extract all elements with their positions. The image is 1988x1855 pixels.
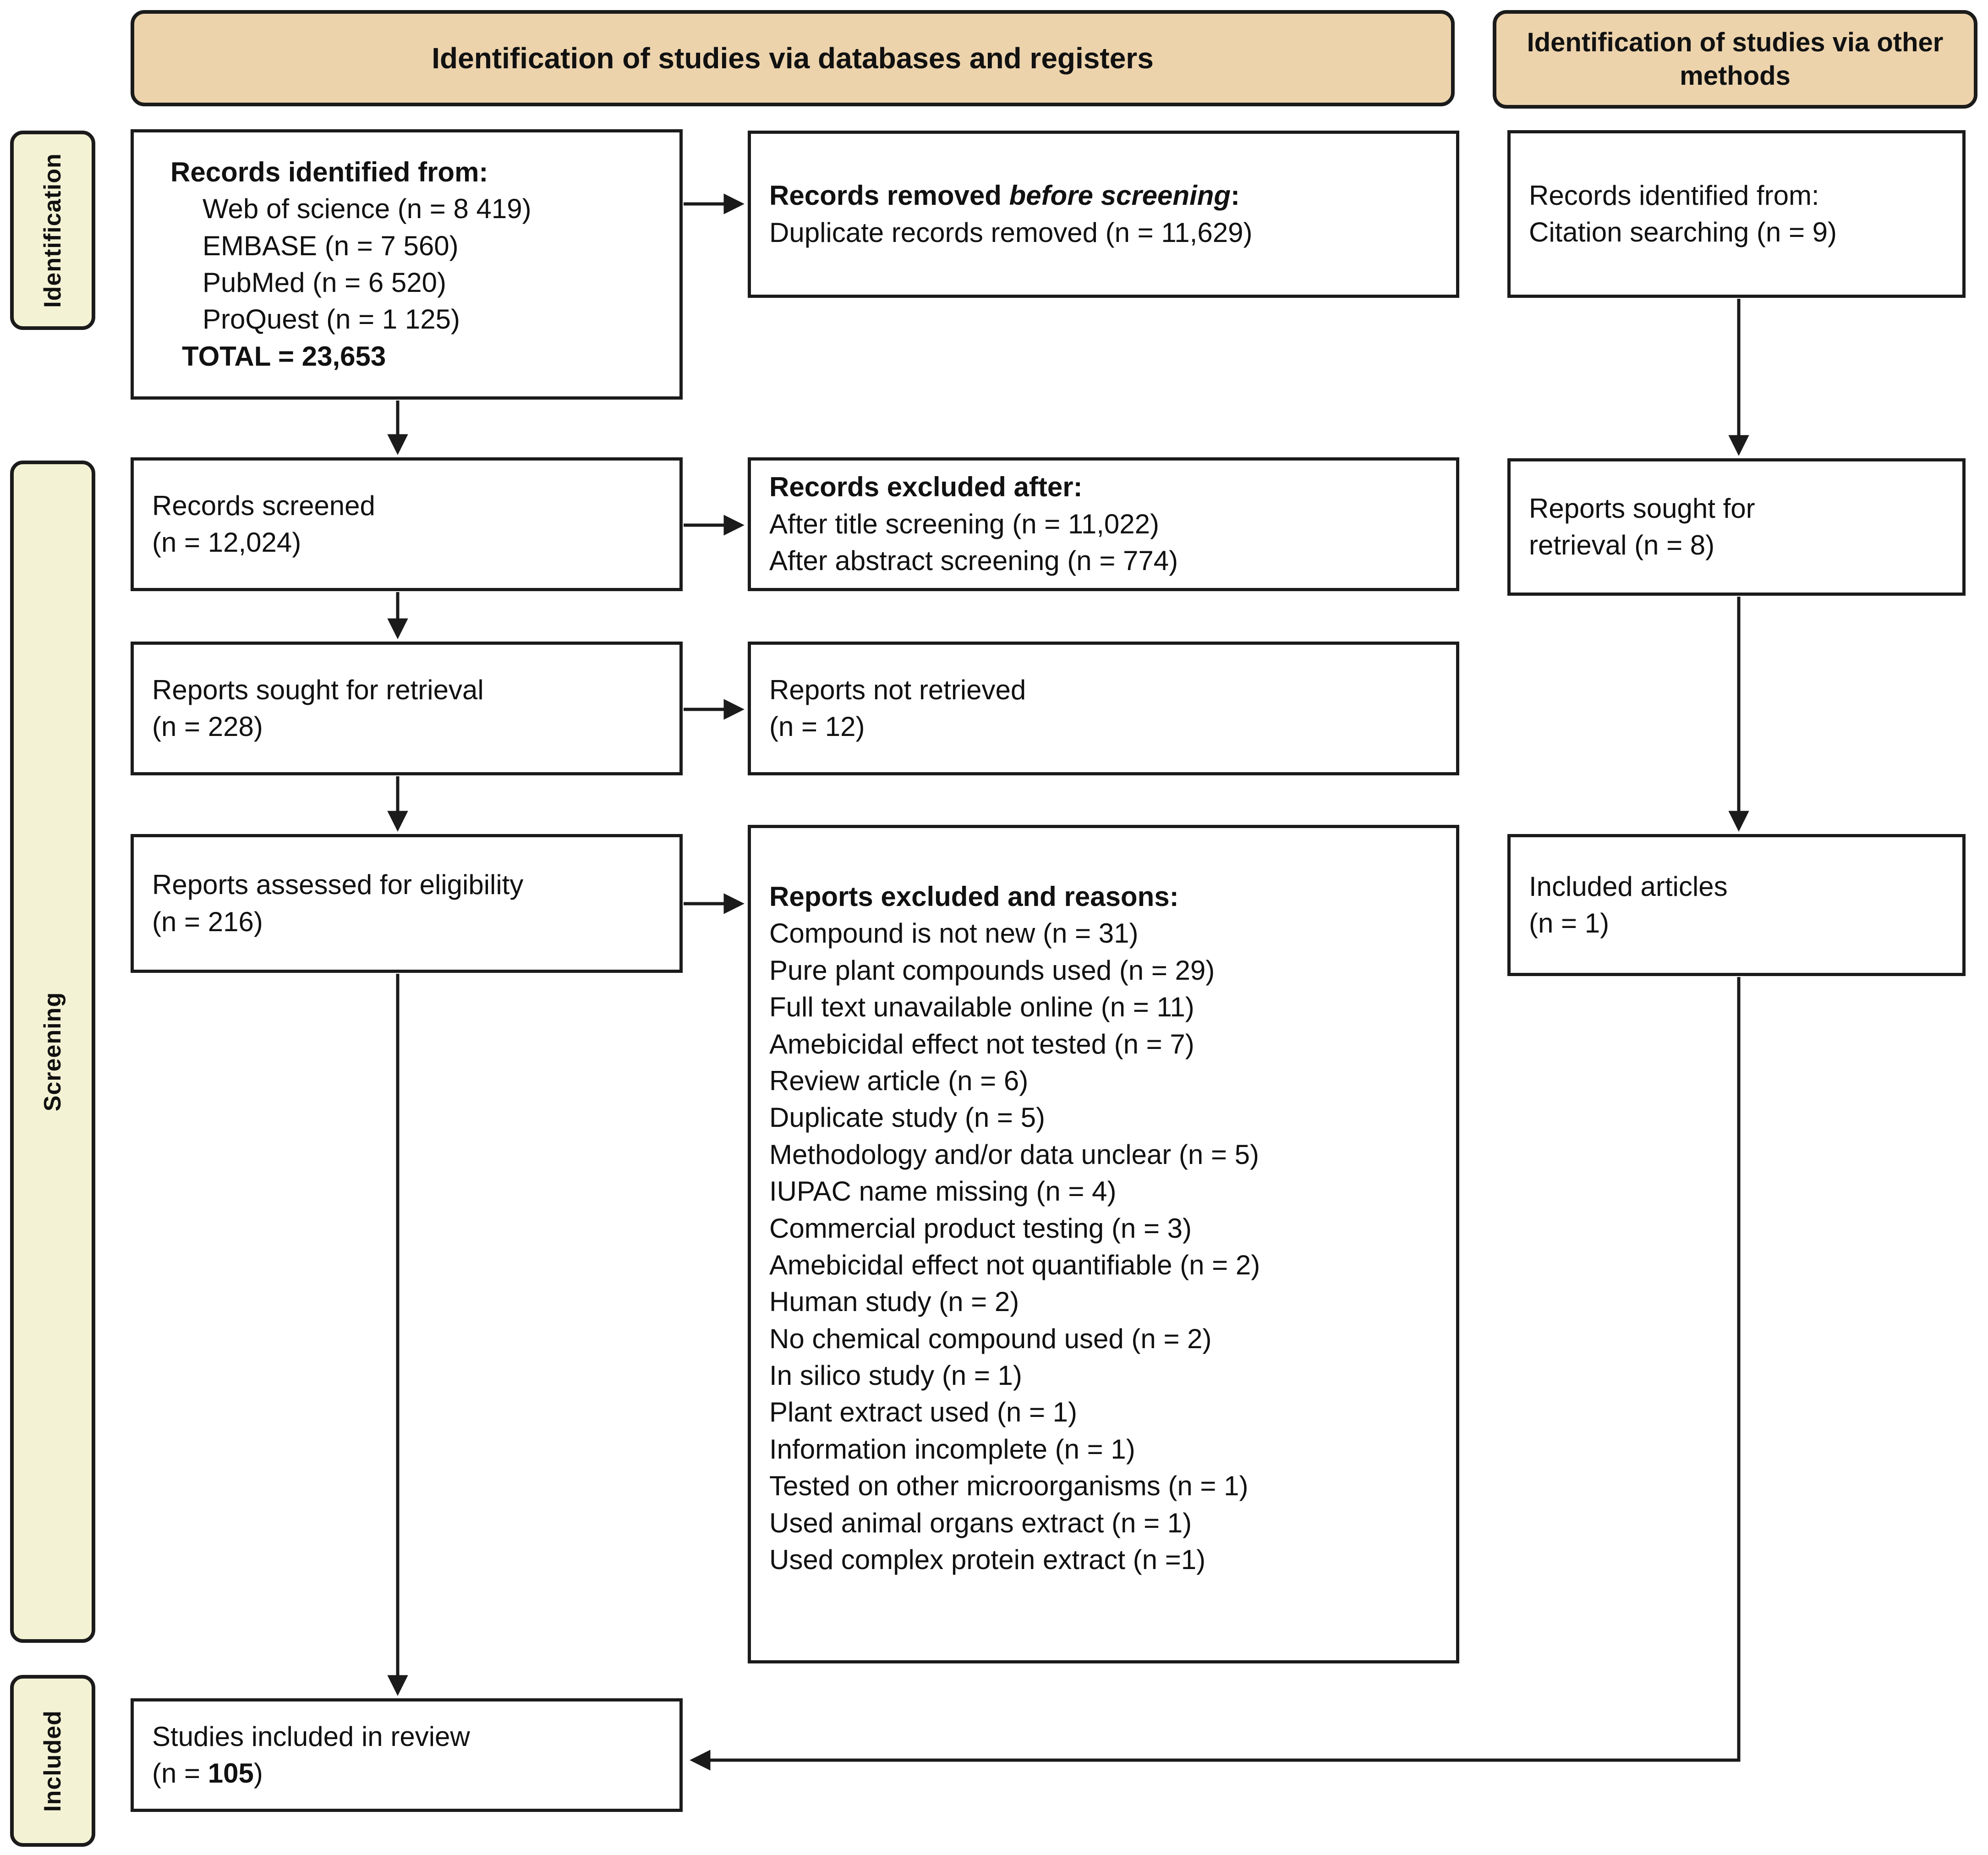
list-line: Information incomplete (n = 1) bbox=[769, 1433, 1135, 1465]
list-line: Duplicate study (n = 5) bbox=[769, 1102, 1045, 1133]
list-line: No chemical compound used (n = 2) bbox=[769, 1323, 1212, 1354]
box-records-identified-databases: Records identified from: Web of science … bbox=[131, 129, 683, 400]
studies-included-n-value: 105 bbox=[208, 1758, 254, 1789]
list-line: Amebicidal effect not quantifiable (n = … bbox=[769, 1249, 1260, 1280]
list-line: PubMed (n = 6 520) bbox=[203, 267, 447, 298]
reports-not-retrieved-line2: (n = 12) bbox=[769, 711, 865, 742]
header-databases-registers: Identification of studies via databases … bbox=[131, 10, 1455, 106]
list-line: Tested on other microorganisms (n = 1) bbox=[769, 1471, 1249, 1502]
box-studies-included: Studies included in review (n = 105) bbox=[131, 1698, 683, 1812]
records-removed-title: Records removed before screening: bbox=[769, 177, 1240, 214]
box-reports-assessed: Reports assessed for eligibility (n = 21… bbox=[131, 834, 683, 973]
sidebar-identification: Identification bbox=[10, 131, 95, 330]
list-line: In silico study (n = 1) bbox=[769, 1360, 1022, 1391]
included-articles-line1: Included articles bbox=[1529, 871, 1728, 902]
box-reports-excluded-reasons: Reports excluded and reasons: Compound i… bbox=[748, 825, 1459, 1663]
records-identified-sources: Web of science (n = 8 419) EMBASE (n = 7 … bbox=[203, 191, 531, 338]
studies-included-line1: Studies included in review bbox=[152, 1721, 470, 1752]
reports-assessed-line2: (n = 216) bbox=[152, 906, 263, 937]
list-line: Used animal organs extract (n = 1) bbox=[769, 1507, 1192, 1538]
records-excluded-title: Records excluded after: bbox=[769, 472, 1083, 503]
reports-assessed-line1: Reports assessed for eligibility bbox=[152, 869, 524, 900]
records-identified-other-line2: Citation searching (n = 9) bbox=[1529, 217, 1837, 247]
records-screened-line1: Records screened bbox=[152, 490, 375, 521]
list-line: After title screening (n = 11,022) bbox=[769, 508, 1160, 539]
box-records-screened: Records screened (n = 12,024) bbox=[131, 457, 683, 591]
records-removed-title-suffix: : bbox=[1231, 180, 1240, 211]
records-removed-title-prefix: Records removed bbox=[769, 180, 1009, 211]
studies-included-line2: (n = 105) bbox=[152, 1755, 263, 1792]
records-identified-total: TOTAL = 23,653 bbox=[182, 340, 386, 372]
list-line: EMBASE (n = 7 560) bbox=[203, 230, 459, 261]
list-line: Used complex protein extract (n =1) bbox=[769, 1544, 1206, 1575]
records-removed-title-italic: before screening bbox=[1009, 180, 1231, 211]
sidebar-included: Included bbox=[10, 1675, 95, 1847]
sidebar-screening-label: Screening bbox=[39, 992, 66, 1112]
box-reports-not-retrieved: Reports not retrieved (n = 12) bbox=[748, 642, 1459, 775]
list-line: Human study (n = 2) bbox=[769, 1286, 1019, 1317]
reports-excluded-reasons-list: Compound is not new (n = 31) Pure plant c… bbox=[769, 915, 1260, 1578]
records-screened-line2: (n = 12,024) bbox=[152, 527, 301, 558]
box-records-identified-other: Records identified from: Citation search… bbox=[1507, 130, 1966, 298]
reports-sought-other-line1: Reports sought for bbox=[1529, 493, 1755, 524]
included-articles-line2: (n = 1) bbox=[1529, 908, 1610, 938]
header-other-methods-label: Identification of studies via other meth… bbox=[1527, 27, 1944, 91]
list-line: ProQuest (n = 1 125) bbox=[203, 304, 460, 335]
sidebar-included-label: Included bbox=[39, 1710, 66, 1812]
header-databases-registers-label: Identification of studies via databases … bbox=[432, 42, 1154, 75]
studies-included-n-suffix: ) bbox=[253, 1758, 263, 1789]
list-line: After abstract screening (n = 774) bbox=[769, 545, 1178, 576]
list-line: Amebicidal effect not tested (n = 7) bbox=[769, 1028, 1194, 1059]
header-other-methods: Identification of studies via other meth… bbox=[1493, 10, 1977, 109]
records-identified-other-line1: Records identified from: bbox=[1529, 180, 1819, 211]
box-records-removed: Records removed before screening: Duplic… bbox=[748, 131, 1459, 298]
list-line: Pure plant compounds used (n = 29) bbox=[769, 955, 1215, 986]
reports-not-retrieved-line1: Reports not retrieved bbox=[769, 674, 1026, 705]
list-line: Commercial product testing (n = 3) bbox=[769, 1213, 1192, 1244]
box-included-articles: Included articles (n = 1) bbox=[1507, 834, 1966, 976]
list-line: Review article (n = 6) bbox=[769, 1065, 1029, 1096]
reports-excluded-reasons-title: Reports excluded and reasons: bbox=[769, 881, 1179, 912]
studies-included-n-prefix: (n = bbox=[152, 1758, 208, 1789]
records-removed-line: Duplicate records removed (n = 11,629) bbox=[769, 217, 1253, 248]
sidebar-identification-label: Identification bbox=[39, 153, 66, 308]
records-identified-title: Records identified from: bbox=[170, 156, 488, 187]
reports-sought-line1: Reports sought for retrieval bbox=[152, 674, 484, 705]
reports-sought-line2: (n = 228) bbox=[152, 711, 263, 742]
list-line: IUPAC name missing (n = 4) bbox=[769, 1176, 1117, 1207]
box-reports-sought: Reports sought for retrieval (n = 228) bbox=[131, 642, 683, 775]
list-line: Plant extract used (n = 1) bbox=[769, 1397, 1078, 1428]
box-reports-sought-other: Reports sought for retrieval (n = 8) bbox=[1507, 458, 1966, 596]
records-excluded-lines: After title screening (n = 11,022) After … bbox=[769, 506, 1178, 580]
box-records-excluded: Records excluded after: After title scre… bbox=[748, 457, 1459, 591]
list-line: Compound is not new (n = 31) bbox=[769, 918, 1139, 949]
sidebar-screening: Screening bbox=[10, 461, 95, 1643]
list-line: Web of science (n = 8 419) bbox=[203, 193, 531, 225]
reports-sought-other-line2: retrieval (n = 8) bbox=[1529, 530, 1715, 560]
list-line: Full text unavailable online (n = 11) bbox=[769, 992, 1194, 1023]
list-line: Methodology and/or data unclear (n = 5) bbox=[769, 1139, 1260, 1170]
